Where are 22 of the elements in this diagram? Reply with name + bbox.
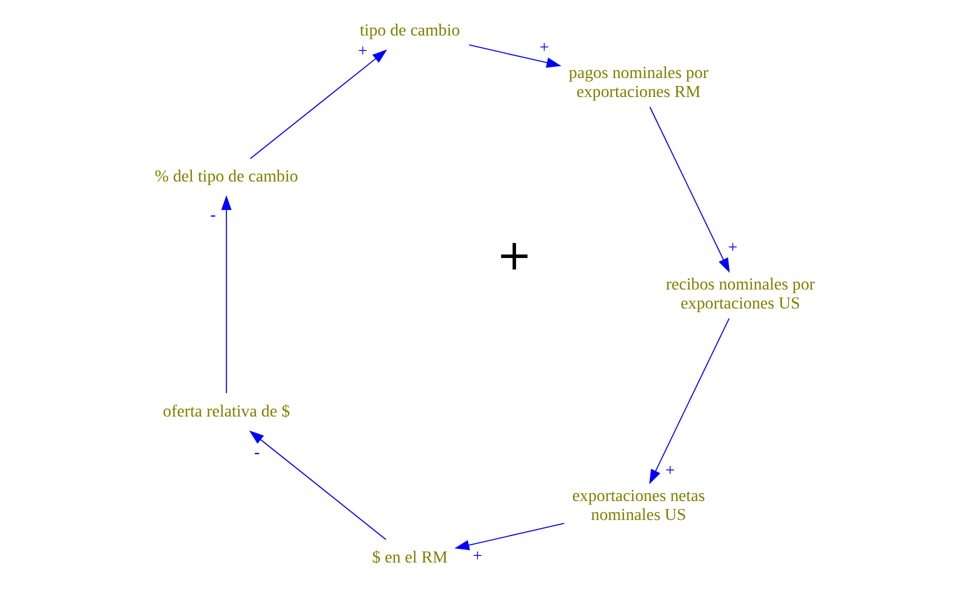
node-text: recibos nominales por exportaciones US bbox=[665, 274, 814, 312]
edge-label: - bbox=[254, 442, 260, 462]
node-text: $ en el RM bbox=[372, 548, 448, 567]
node-text: oferta relativa de $ bbox=[162, 401, 290, 420]
arrow bbox=[648, 106, 730, 273]
node-text: tipo de cambio bbox=[359, 20, 460, 40]
arrow bbox=[454, 522, 564, 550]
arrow bbox=[468, 44, 561, 68]
node-text: pagos nominales por exportaciones RM bbox=[568, 63, 708, 102]
arrow bbox=[250, 50, 387, 159]
arrow bbox=[648, 318, 730, 484]
node-text: % del tipo de cambio bbox=[154, 166, 298, 186]
edge-label: + bbox=[664, 460, 674, 480]
edge-label: + bbox=[728, 238, 738, 257]
node-text: exportaciones netas nominales US bbox=[572, 486, 704, 524]
arrow bbox=[248, 430, 386, 540]
arrow bbox=[220, 195, 232, 394]
edge-label: - bbox=[210, 204, 216, 224]
edge-label: + bbox=[472, 546, 482, 565]
edge-label: + bbox=[538, 37, 549, 56]
edge-label: + bbox=[357, 40, 367, 60]
label: + bbox=[496, 230, 532, 280]
